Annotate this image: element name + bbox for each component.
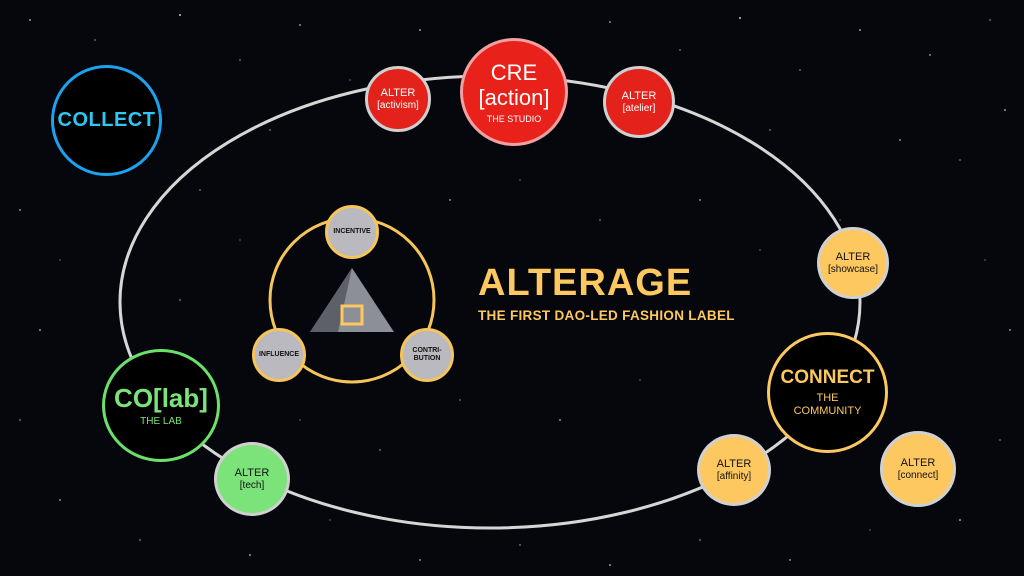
contribution-node[interactable]: CONTRI- BUTION [400, 328, 454, 382]
colab-subtitle: THE LAB [140, 415, 182, 427]
alter-showcase-node[interactable]: ALTER [showcase] [817, 227, 889, 299]
alter-showcase-line2: [showcase] [827, 263, 879, 275]
alter-connect-line1: ALTER [900, 456, 936, 469]
collect-label: COLLECT [57, 109, 156, 131]
incentive-node[interactable]: INCENTIVE [325, 205, 379, 259]
alter-tech-line1: ALTER [234, 466, 270, 479]
creaction-studio-node[interactable]: CRE [action] THE STUDIO [460, 38, 568, 146]
alter-connect-node[interactable]: ALTER [connect] [880, 431, 956, 507]
alter-tech-line2: [tech] [239, 479, 265, 491]
connect-title: CONNECT [780, 367, 875, 389]
colab-lab-node[interactable]: CO[lab] THE LAB [102, 349, 220, 462]
alter-affinity-line2: [affinity] [716, 470, 752, 482]
alter-affinity-node[interactable]: ALTER [affinity] [697, 434, 771, 506]
connect-subtitle-2: COMMUNITY [793, 404, 862, 417]
incentive-label: INCENTIVE [333, 227, 371, 235]
alter-showcase-line1: ALTER [835, 250, 871, 263]
alter-atelier-line2: [atelier] [622, 102, 656, 114]
collect-node[interactable]: COLLECT [51, 65, 162, 176]
brand-logo: ALTERAGE [478, 262, 693, 304]
alter-activism-node[interactable]: ALTER [activism] [365, 66, 431, 132]
connect-subtitle-1: THE [816, 392, 839, 405]
colab-title: CO[lab] [114, 382, 208, 413]
alterage-emblem-icon [310, 268, 394, 332]
contribution-label-1: CONTRI- [412, 346, 442, 354]
brand-tagline: THE FIRST DAO-LED FASHION LABEL [478, 308, 735, 323]
creaction-subtitle: THE STUDIO [486, 114, 542, 125]
brand-block: ALTERAGE THE FIRST DAO-LED FASHION LABEL [478, 264, 738, 323]
alter-atelier-node[interactable]: ALTER [atelier] [603, 66, 675, 138]
alter-connect-line2: [connect] [897, 469, 939, 481]
alter-affinity-line1: ALTER [716, 457, 752, 470]
creaction-title-top: CRE [490, 59, 538, 85]
alter-atelier-line1: ALTER [621, 89, 657, 102]
influence-label: INFLUENCE [258, 350, 300, 358]
alter-activism-line2: [activism] [377, 99, 419, 111]
contribution-label-2: BUTION [413, 355, 441, 362]
alter-activism-line1: ALTER [380, 86, 416, 99]
alter-tech-node[interactable]: ALTER [tech] [214, 442, 290, 516]
influence-node[interactable]: INFLUENCE [252, 328, 306, 382]
connect-community-node[interactable]: CONNECT THE COMMUNITY [767, 332, 888, 453]
creaction-title-bottom: [action] [478, 84, 550, 110]
